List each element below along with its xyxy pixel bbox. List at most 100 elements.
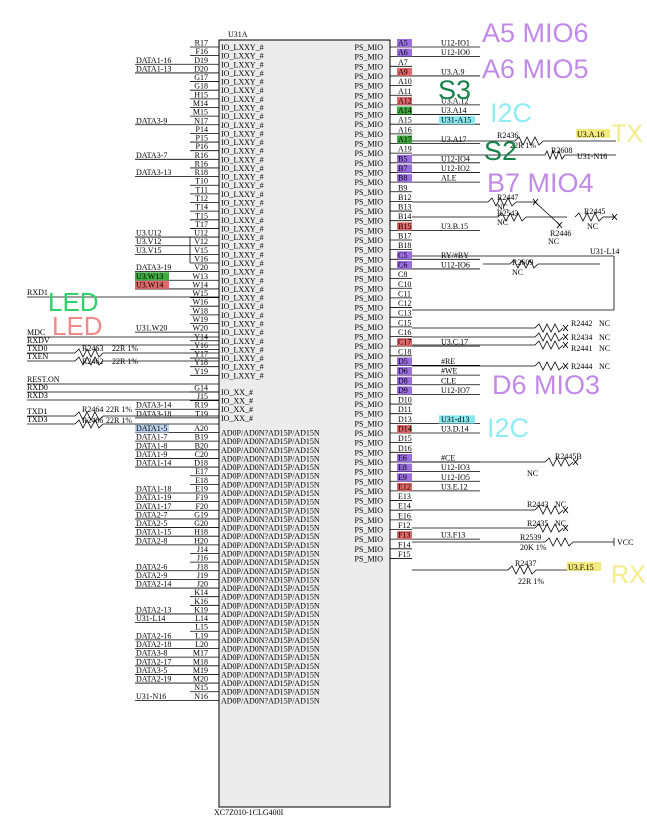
r2609-resistor: [509, 259, 539, 269]
net-label: U3.F13: [441, 531, 465, 540]
net-label: #RE: [441, 357, 455, 366]
pin-number: D19: [194, 56, 208, 65]
pin-number: B12: [398, 193, 411, 202]
annotation-s2: S2: [484, 136, 518, 166]
net-label: DATA1-5: [136, 424, 167, 433]
txen-label: TXEN: [27, 352, 49, 361]
pin-number: W14: [192, 280, 208, 289]
pin-number: A6: [398, 48, 408, 57]
txd1-label: TXD1: [27, 407, 47, 416]
net-label: U12-IO6: [441, 260, 470, 269]
pin-number: G14: [194, 383, 208, 392]
r2462-resistor: [74, 356, 104, 366]
pin-name: IO_LXXY_#: [221, 216, 264, 225]
r2462-label: R2462: [82, 357, 103, 366]
pin-name: PS_MIO: [355, 371, 384, 380]
pin-number: J18: [197, 562, 208, 571]
nc-label-b13: NC: [497, 203, 508, 212]
pin-number: E8: [398, 463, 407, 472]
pin-number: M15: [193, 108, 208, 117]
pin-name: IO_LXXY_#: [221, 354, 264, 363]
pin-number: M19: [193, 666, 208, 675]
net-label: U3.V12: [136, 237, 162, 246]
pin-number: M17: [193, 649, 208, 658]
r2463-label: R2463: [82, 344, 103, 353]
u3a16-net: U3.A.16: [577, 130, 605, 139]
pin-name: AD0P/AD0N?AD15P/AD15N: [221, 454, 320, 463]
pin-number: L15: [195, 623, 208, 632]
r2466-value: 22R 1%: [106, 416, 132, 425]
pin-number: G18: [194, 82, 208, 91]
net-label: RY/#BY: [441, 251, 469, 260]
net-label: U12-IO1: [441, 39, 470, 48]
pin-number: E12: [398, 482, 411, 491]
pin-number: L20: [195, 640, 208, 649]
net-label: DATA1-14: [136, 459, 171, 468]
pin-name: AD0P/AD0N?AD15P/AD15N: [221, 541, 320, 550]
pin-number: D5: [398, 357, 408, 366]
net-label: DATA1-15: [136, 528, 171, 537]
r2437-value: 22R 1%: [518, 577, 544, 586]
pin-number: A16: [398, 125, 412, 134]
pin-number: N17: [194, 116, 208, 125]
pin-highlight: [397, 425, 412, 433]
pin-name: IO_XX_#: [221, 405, 253, 414]
ic-body: [218, 39, 391, 808]
pin-number: D14: [398, 425, 412, 434]
pin-number: R19: [195, 401, 208, 410]
r2466-label: R2466: [82, 416, 103, 425]
pin-number: V15: [194, 246, 208, 255]
pin-number: E17: [195, 467, 208, 476]
r2441-label: R2441: [571, 344, 592, 353]
pin-name: PS_MIO: [355, 188, 384, 197]
nc-markers: [532, 198, 618, 532]
pin-name: PS_MIO: [355, 477, 384, 486]
r2434-label: R2434: [571, 333, 592, 342]
pin-name: PS_MIO: [355, 333, 384, 342]
pin-name: PS_MIO: [355, 130, 384, 139]
pin-number: A19: [398, 145, 412, 154]
net-label: ALE: [441, 174, 457, 183]
net-label: U3.B.15: [441, 222, 468, 231]
net-highlight: [135, 424, 169, 433]
pin-name: AD0P/AD0N?AD15P/AD15N: [221, 558, 320, 567]
pin-number: T19: [195, 409, 208, 418]
pin-name: IO_LXXY_#: [221, 371, 264, 380]
nc-label-e16: NC: [555, 519, 566, 528]
net-label: U31-d13: [441, 415, 469, 424]
pin-name: PS_MIO: [355, 246, 384, 255]
net-label: U3.W13: [136, 272, 163, 281]
nc-label-c16: NC: [599, 344, 610, 353]
pin-name: PS_MIO: [355, 419, 384, 428]
pin-name: PS_MIO: [355, 535, 384, 544]
pin-number: F16: [196, 47, 208, 56]
r2443-resistor: [534, 505, 564, 515]
net-label: U3.A.9: [441, 67, 465, 76]
